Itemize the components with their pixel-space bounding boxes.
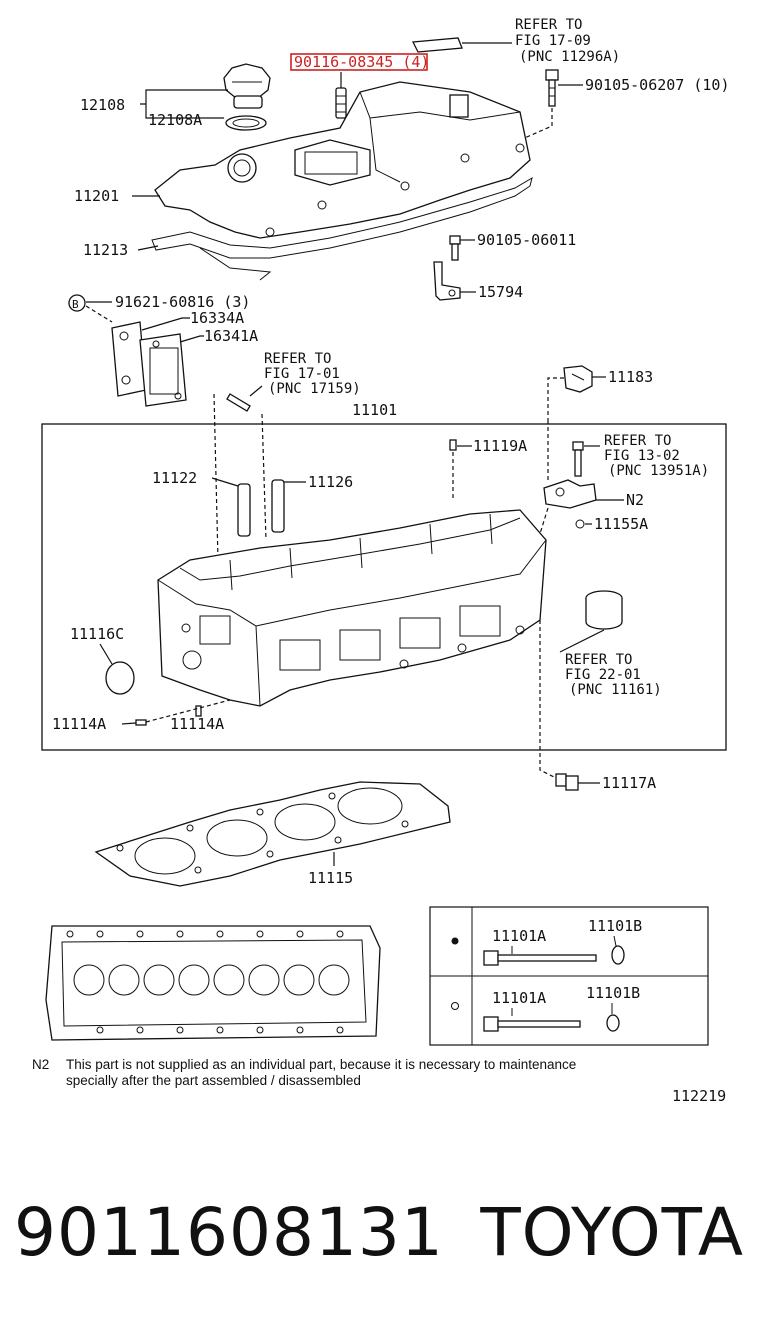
filled-dot-icon	[451, 937, 459, 945]
bolt-table-cell: 11101B	[588, 917, 642, 935]
refer-line: (PNC 11161)	[569, 682, 662, 698]
callout-11101: 11101	[352, 401, 397, 419]
refer-line: (PNC 13951A)	[608, 463, 709, 479]
b-marker-icon	[68, 294, 86, 312]
callout-11213: 11213	[83, 241, 128, 259]
callout-16334a: 16334A	[190, 309, 244, 327]
plug-cap-icon	[563, 365, 593, 393]
callout-12108a: 12108A	[148, 111, 202, 129]
footer: 9011608131 TOYOTA	[0, 1188, 760, 1278]
bolt-table-cell: 11101A	[492, 927, 546, 945]
note-key: N2	[32, 1057, 49, 1072]
cylinder-head-subassembly-frame	[41, 423, 727, 751]
oil-filler-cap-icon	[223, 63, 271, 131]
head-bolt-icon	[483, 1014, 620, 1032]
gasket-top-view-icon	[45, 925, 381, 1041]
bearing-cap-icon	[543, 479, 597, 509]
callout-11116c: 11116C	[70, 625, 124, 643]
callout-11122: 11122	[152, 469, 197, 487]
refer-line: FIG 17-09	[515, 33, 591, 49]
part-number: 9011608131	[14, 1194, 444, 1271]
callout-11115: 11115	[308, 869, 353, 887]
stud-bolt-icon	[335, 72, 347, 119]
refer-line: FIG 13-02	[604, 448, 680, 464]
pin-icon	[449, 439, 457, 451]
callout-11201: 11201	[74, 187, 119, 205]
callout-11114a-left: 11114A	[52, 715, 106, 733]
cam-bolt-icon	[572, 441, 584, 477]
valve-guide-icon	[237, 479, 285, 537]
stud-icon	[226, 393, 251, 412]
callout-11117a: 11117A	[602, 774, 656, 792]
head-bolt-table: 11101A 11101B 11101A 11101B	[429, 906, 709, 1046]
callout-91621-60816: 91621-60816 (3)	[115, 293, 250, 311]
refer-line: REFER TO	[515, 17, 582, 33]
callout-90105-06011: 90105-06011	[477, 231, 576, 249]
water-outlet-gasket-icon	[111, 321, 187, 407]
refer-line: REFER TO	[604, 433, 671, 449]
dowel-pin-icon	[135, 719, 147, 726]
brand-name: TOYOTA	[480, 1194, 744, 1271]
ring-icon	[575, 519, 585, 529]
oil-filter-cup-icon	[585, 590, 623, 630]
callout-11126: 11126	[308, 473, 353, 491]
refer-line: (PNC 11296A)	[519, 49, 620, 65]
dowel-pin-icon	[195, 705, 202, 717]
refer-line: (PNC 17159)	[268, 381, 361, 397]
expansion-plug-icon	[105, 661, 135, 695]
highlighted-part-callout[interactable]: 90116-08345 (4)	[290, 53, 429, 71]
open-dot-icon	[451, 1002, 459, 1010]
refer-line: REFER TO	[565, 652, 632, 668]
refer-line: FIG 22-01	[565, 667, 641, 683]
b-marker-letter: B	[72, 298, 79, 311]
bolt-table-cell: 11101A	[492, 989, 546, 1007]
bolt-table-cell: 11101B	[586, 984, 640, 1002]
callout-12108: 12108	[80, 96, 125, 114]
drain-plug-icon	[555, 773, 579, 791]
sensor-bracket-icon	[433, 261, 461, 301]
cylinder-head-block-icon	[157, 509, 547, 707]
callout-11119a: 11119A	[473, 437, 527, 455]
refer-line: FIG 17-01	[264, 366, 340, 382]
bolt-small-icon	[449, 235, 461, 261]
head-bolt-icon	[483, 945, 625, 966]
refer-fig-17-09: REFER TO FIG 17-09 (PNC 11296A)	[411, 17, 620, 65]
callout-11155a: 11155A	[594, 515, 648, 533]
refer-line: REFER TO	[264, 351, 331, 367]
note-line-2: specially after the part assembled / dis…	[66, 1073, 361, 1088]
callout-11183: 11183	[608, 368, 653, 386]
cover-gasket-icon	[151, 176, 533, 281]
bolt-icon	[545, 69, 559, 107]
callout-15794: 15794	[478, 283, 523, 301]
callout-90116-08345: 90116-08345 (4)	[294, 53, 429, 71]
callout-90105-06207: 90105-06207 (10)	[585, 76, 730, 94]
gasket-part-icon	[411, 37, 463, 53]
cylinder-head-cover-icon	[154, 81, 531, 239]
head-gasket-icon	[94, 781, 451, 887]
figure-code: 112219	[672, 1087, 726, 1105]
callout-n2: N2	[626, 491, 644, 509]
callout-11114a-right: 11114A	[170, 715, 224, 733]
highlight-box	[290, 53, 428, 71]
callout-16341a: 16341A	[204, 327, 258, 345]
note-line-1: This part is not supplied as an individu…	[66, 1057, 576, 1072]
